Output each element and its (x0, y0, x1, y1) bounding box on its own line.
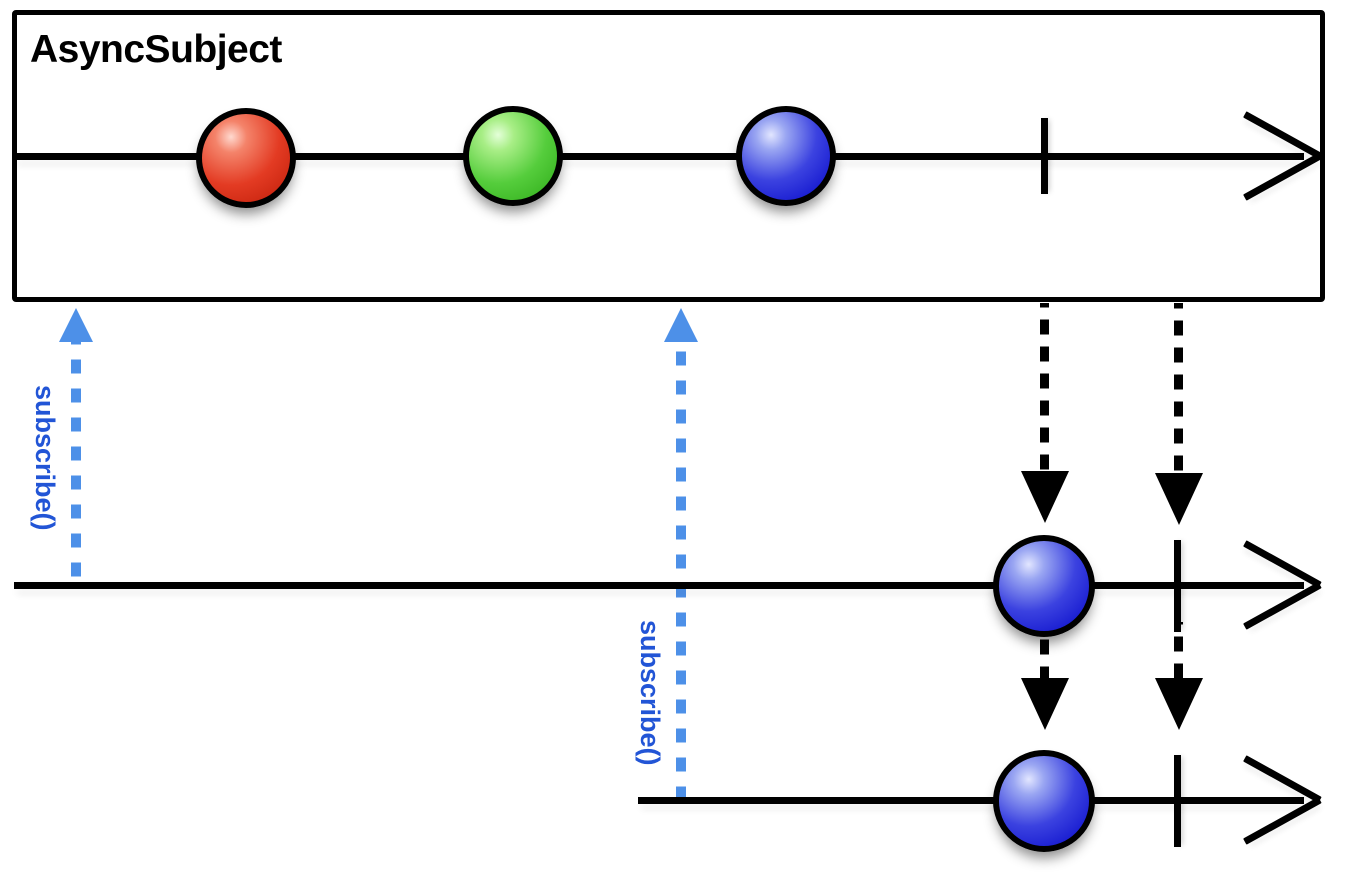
complete-propagation-line-1 (1174, 303, 1183, 473)
subscribe-arrow-2-line (676, 336, 686, 802)
complete-propagation-line-2 (1174, 622, 1183, 678)
value-propagation-arrowhead-1-icon (1021, 471, 1069, 523)
subscriber-1-complete-tick (1174, 540, 1181, 632)
subscribe-arrow-2-arrowhead-icon (664, 308, 698, 342)
subscriber-2-timeline-line (638, 797, 1304, 804)
complete-propagation-arrowhead-2-icon (1155, 678, 1203, 730)
subscriber-1-timeline-line (14, 582, 1304, 589)
complete-propagation-arrowhead-1-icon (1155, 473, 1203, 525)
source-marble-red[interactable] (196, 108, 296, 208)
value-propagation-line-2 (1040, 628, 1049, 678)
page-title: AsyncSubject (30, 28, 282, 71)
subscribe-label-2: subscribe() (635, 620, 665, 766)
subscriber-2-complete-tick (1174, 755, 1181, 847)
subscriber-2-marble-blue[interactable] (993, 750, 1095, 852)
subscribe-arrow-1-arrowhead-icon (59, 308, 93, 342)
source-marble-blue[interactable] (736, 106, 836, 206)
source-marble-green[interactable] (463, 106, 563, 206)
subscriber-1-marble-blue[interactable] (993, 535, 1095, 637)
value-propagation-arrowhead-2-icon (1021, 678, 1069, 730)
subscribe-arrow-1-line (71, 336, 81, 586)
source-complete-tick (1041, 118, 1048, 194)
value-propagation-line-1 (1040, 303, 1049, 471)
subscribe-label-1: subscribe() (30, 385, 60, 531)
source-timeline-line (14, 153, 1304, 160)
